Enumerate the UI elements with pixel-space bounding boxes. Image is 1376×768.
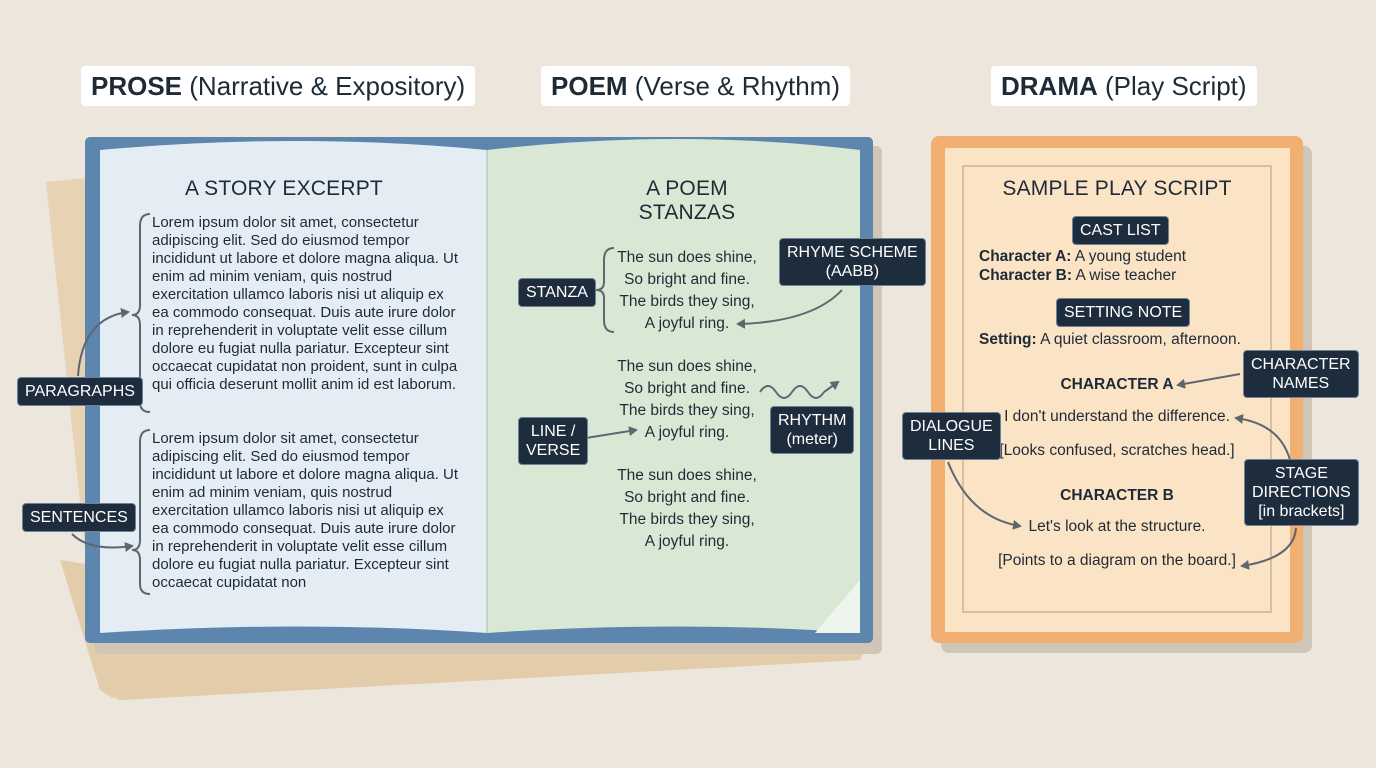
stage-directions-line2: DIRECTIONS xyxy=(1252,484,1351,501)
stanza-label: STANZA xyxy=(518,278,596,307)
stanza-line: A joyful ring. xyxy=(644,315,730,332)
character-a-heading: CHARACTER A xyxy=(1060,376,1174,393)
setting-name: Setting: xyxy=(979,331,1037,348)
stage-directions-line3: [in brackets] xyxy=(1258,503,1345,520)
poem-heading-rest: (Verse & Rhythm) xyxy=(627,71,840,101)
rhythm-line2: (meter) xyxy=(786,431,838,448)
drama-heading: DRAMA (Play Script) xyxy=(991,66,1257,106)
paragraphs-label: PARAGRAPHS xyxy=(17,377,143,406)
drama-heading-rest: (Play Script) xyxy=(1097,71,1247,101)
rhyme-arrow xyxy=(736,289,843,329)
poem-title-line2: STANZAS xyxy=(638,201,736,224)
dialogue-line-b: Let's look at the structure. xyxy=(1028,518,1206,535)
stage-directions-line1: STAGE xyxy=(1274,465,1328,482)
rhyme-scheme-label: RHYME SCHEME (AABB) xyxy=(779,238,926,286)
setting-line: Setting: A quiet classroom, afternoon. xyxy=(979,331,1241,349)
cast-item-b: Character B: A wise teacher xyxy=(979,267,1176,285)
setting-note-label: SETTING NOTE xyxy=(1056,298,1191,327)
stanza-1: The sun does shine, So bright and fine. … xyxy=(606,247,768,335)
stanza-line: So bright and fine. xyxy=(624,489,750,506)
cast-name: Character A: xyxy=(979,248,1072,265)
rhythm-line1: RHYTHM xyxy=(778,412,847,429)
dialogue-arrow xyxy=(947,461,1022,530)
line-verse-line2: VERSE xyxy=(526,442,581,459)
prose-title: A STORY EXCERPT xyxy=(185,177,383,200)
dialogue-line-a: I don't understand the difference. xyxy=(1004,408,1230,425)
setting-desc: A quiet classroom, afternoon. xyxy=(1036,331,1241,348)
poem-title: A POEM STANZAS xyxy=(606,177,768,225)
stage-direction-a: [Looks confused, scratches head.] xyxy=(999,442,1235,459)
stanza-line: The sun does shine, xyxy=(617,467,757,484)
drama-title: SAMPLE PLAY SCRIPT xyxy=(1002,177,1232,200)
prose-paragraph-2: Lorem ipsum dolor sit amet, consectetur … xyxy=(152,430,459,591)
poem-page xyxy=(487,139,860,633)
stanza-2: The sun does shine, So bright and fine. … xyxy=(606,356,768,444)
sentences-arrow xyxy=(71,533,134,552)
cast-desc: A young student xyxy=(1071,248,1187,265)
dialogue-lines-label: DIALOGUE LINES xyxy=(902,412,1001,460)
line-verse-label: LINE / VERSE xyxy=(518,417,589,465)
character-names-line1: CHARACTER xyxy=(1251,356,1351,373)
poem-heading-bold: POEM xyxy=(551,71,628,101)
cast-name: Character B: xyxy=(979,267,1073,284)
rhythm-wave-icon xyxy=(759,385,825,399)
prose-heading-bold: PROSE xyxy=(91,71,183,101)
rhythm-label: RHYTHM (meter) xyxy=(770,406,855,454)
drama-heading-bold: DRAMA xyxy=(1001,71,1098,101)
stanza-line: A joyful ring. xyxy=(644,533,730,550)
stanza-line: The birds they sing, xyxy=(619,402,755,419)
character-names-arrow xyxy=(1176,373,1241,389)
cast-desc: A wise teacher xyxy=(1072,267,1177,284)
stanza-bracket xyxy=(595,247,615,333)
stage-directions-label: STAGE DIRECTIONS [in brackets] xyxy=(1244,459,1359,526)
rhyme-scheme-line2: (AABB) xyxy=(825,263,880,280)
paragraphs-arrow xyxy=(77,307,130,377)
poem-heading: POEM (Verse & Rhythm) xyxy=(541,66,850,106)
prose-heading: PROSE (Narrative & Expository) xyxy=(81,66,476,106)
stanza-line: The sun does shine, xyxy=(617,358,757,375)
page-curl xyxy=(815,580,860,633)
stanza-3: The sun does shine, So bright and fine. … xyxy=(606,465,768,553)
prose-page xyxy=(100,141,487,633)
sentences-label: SENTENCES xyxy=(22,503,136,532)
stage-directions-arrow-down xyxy=(1240,527,1297,570)
stage-direction-b: [Points to a diagram on the board.] xyxy=(998,552,1236,569)
character-names-line2: NAMES xyxy=(1272,375,1330,392)
stanza-line: The birds they sing, xyxy=(619,511,755,528)
stanza-line: The birds they sing, xyxy=(619,293,755,310)
dialogue-lines-line1: DIALOGUE xyxy=(910,418,993,435)
prose-heading-rest: (Narrative & Expository) xyxy=(182,71,466,101)
paragraph1-bracket xyxy=(131,213,151,413)
prose-paragraph-1: Lorem ipsum dolor sit amet, consectetur … xyxy=(152,214,459,393)
character-names-label: CHARACTER NAMES xyxy=(1243,350,1359,398)
stage-directions-arrow-up xyxy=(1234,413,1291,461)
poem-title-line1: A POEM xyxy=(646,177,728,200)
line-verse-line1: LINE / xyxy=(530,423,576,440)
rhyme-scheme-line1: RHYME SCHEME xyxy=(787,244,918,261)
stanza-line: So bright and fine. xyxy=(624,271,750,288)
rhythm-arrow xyxy=(823,380,840,393)
stanza-line: So bright and fine. xyxy=(624,380,750,397)
cast-item-a: Character A: A young student xyxy=(979,248,1186,266)
character-b-heading: CHARACTER B xyxy=(1060,487,1174,504)
stanza-line: The sun does shine, xyxy=(617,249,757,266)
line-verse-arrow xyxy=(585,426,638,439)
stanza-line: A joyful ring. xyxy=(644,424,730,441)
dialogue-lines-line2: LINES xyxy=(928,437,975,454)
cast-list-label: CAST LIST xyxy=(1072,216,1169,245)
